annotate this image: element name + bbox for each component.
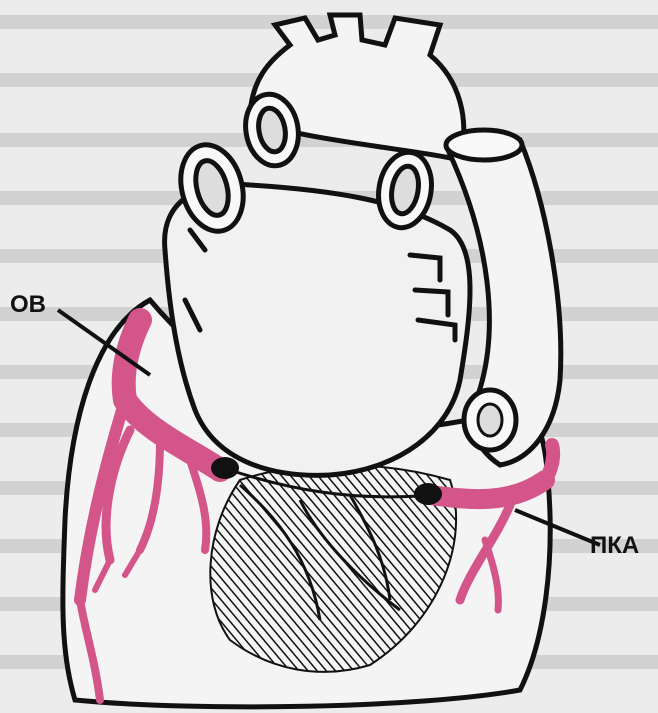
label-ov: ОВ <box>10 291 46 318</box>
label-pka: ПКА <box>590 532 639 559</box>
vena-cava-top-opening <box>446 130 522 160</box>
